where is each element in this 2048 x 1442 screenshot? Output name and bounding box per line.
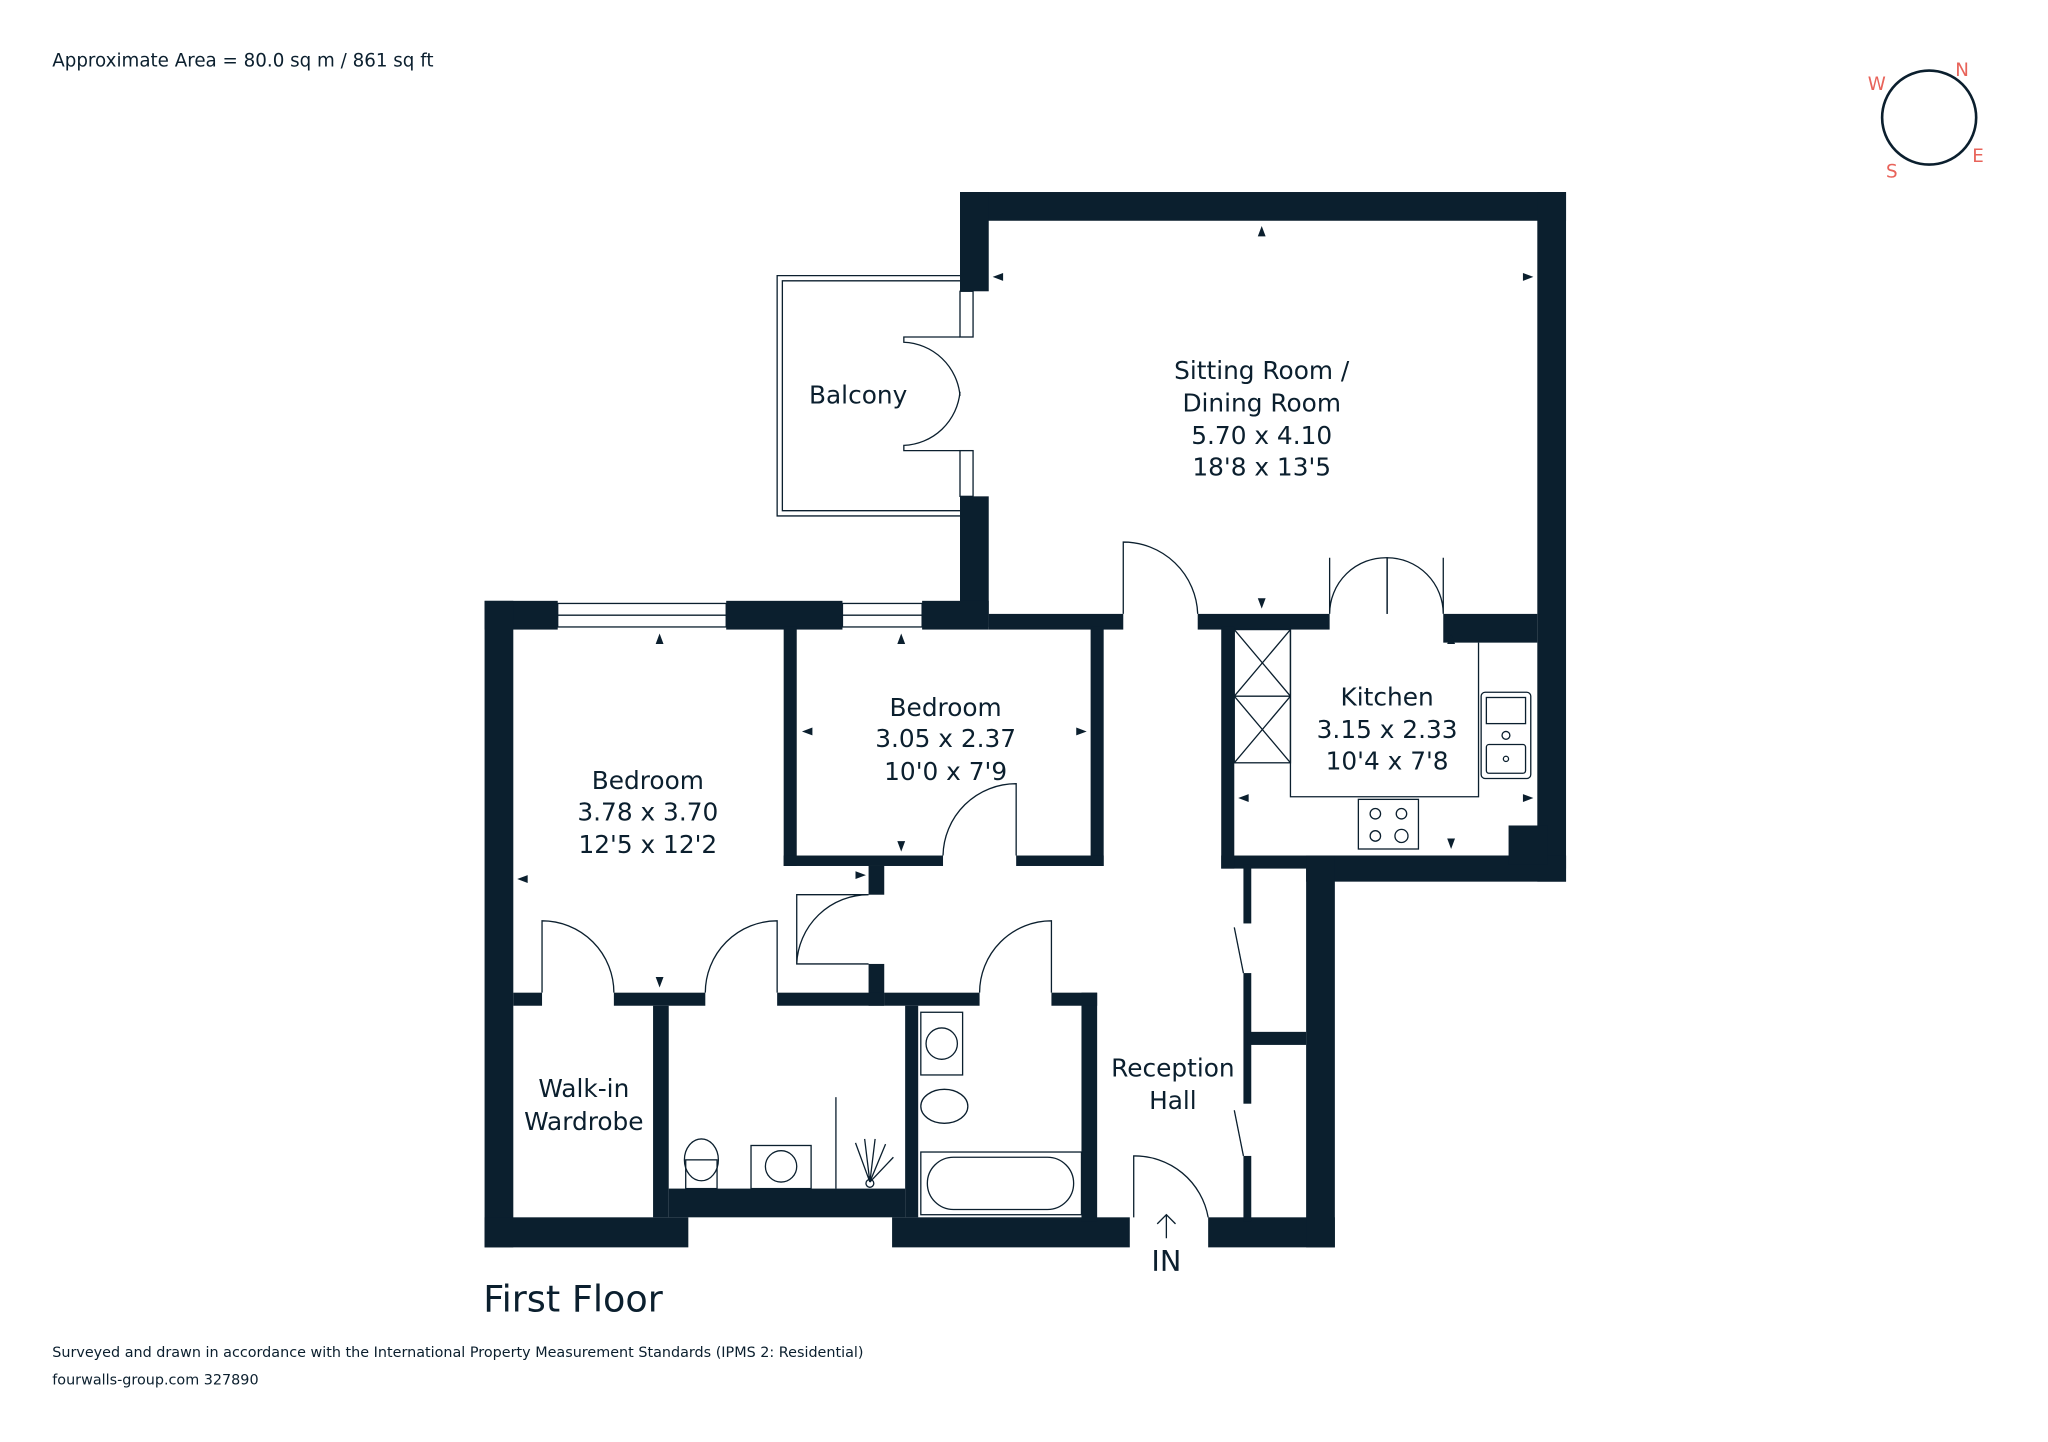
wardrobe-name2: Wardrobe [524,1107,643,1136]
hob-icon [1357,798,1420,850]
wardrobe-name1: Walk-in [538,1074,629,1103]
room-labels: Sitting Room / Dining Room 5.70 x 4.10 1… [524,356,1457,1278]
balcony-name: Balcony [809,381,907,410]
compass-n: N [1955,60,1969,81]
hall-name2: Hall [1149,1086,1197,1115]
bedroom1-imperial: 12'5 x 12'2 [578,830,717,859]
bedroom1-name: Bedroom [592,766,704,795]
compass-s: S [1886,162,1898,183]
dining-room-name: Dining Room [1182,388,1341,417]
bath-icon [926,1156,1075,1211]
sitting-room-name: Sitting Room / [1174,356,1350,385]
kitchen-name: Kitchen [1341,682,1434,711]
compass-e: E [1972,146,1984,167]
doors [541,336,1444,1239]
fixtures [683,628,1532,1216]
bedroom2-metric: 3.05 x 2.37 [875,724,1016,753]
toilet-icon [920,1088,969,1124]
kitchen-imperial: 10'4 x 7'8 [1326,746,1449,775]
bedroom1-metric: 3.78 x 3.70 [577,797,718,826]
bedroom2-name: Bedroom [890,693,1002,722]
floor-title: First Floor [483,1277,663,1320]
compass-w: W [1868,74,1886,95]
footer-website: fourwalls-group.com 327890 [52,1373,258,1389]
kitchen-metric: 3.15 x 2.33 [1317,715,1458,744]
footer-standards: Surveyed and drawn in accordance with th… [52,1345,863,1361]
compass: N W E S [1868,60,1984,183]
hall-name1: Reception [1111,1053,1235,1082]
approximate-area: Approximate Area = 80.0 sq m / 861 sq ft [52,51,433,72]
sitting-room-metric: 5.70 x 4.10 [1191,421,1332,450]
entrance-label: IN [1151,1244,1181,1278]
bedroom2-imperial: 10'0 x 7'9 [884,757,1007,786]
walls [484,192,1567,1248]
balcony [776,274,960,517]
windows [557,290,974,628]
sink-icon [1480,691,1532,780]
sitting-room-imperial: 18'8 x 13'5 [1192,452,1331,481]
